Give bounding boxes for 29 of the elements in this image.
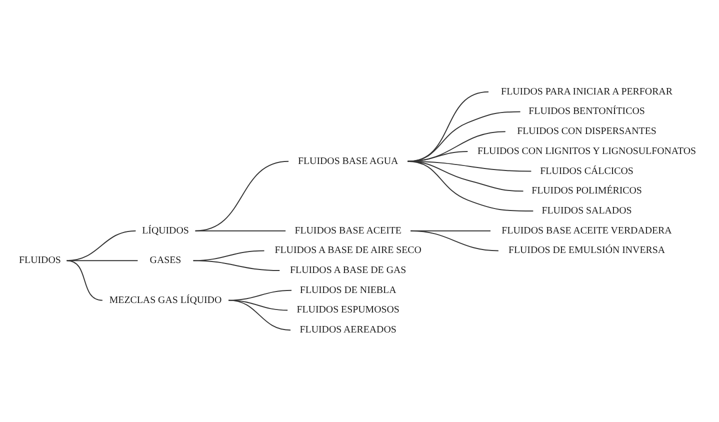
node-text: FLUIDOS xyxy=(19,255,61,266)
connector xyxy=(407,111,521,162)
node-text: FLUIDOS BENTONÍTICOS xyxy=(528,106,645,118)
connector xyxy=(410,230,499,252)
connector xyxy=(194,160,290,232)
node-text: FLUIDOS BASE AGUA xyxy=(298,156,398,167)
connector xyxy=(192,260,280,272)
node-text: FLUIDOS A BASE DE GAS xyxy=(290,265,406,276)
node-text: FLUIDOS ESPUMOSOS xyxy=(296,304,400,316)
node-text: FLUIDOS SALADOS xyxy=(542,205,632,216)
node-text: FLUIDOS CÁLCICOS xyxy=(540,166,634,177)
connector xyxy=(66,260,138,262)
node-text: MEZCLAS GAS LÍQUIDO xyxy=(109,294,222,306)
node-text: FLUIDOS DE NIEBLA xyxy=(300,284,396,296)
node-text: FLUIDOS AEREADOS xyxy=(300,324,396,336)
connector xyxy=(66,260,103,301)
connector xyxy=(194,230,286,232)
node-text: GASES xyxy=(150,255,182,266)
node-text: FLUIDOS DE EMULSIÓN INVERSA xyxy=(508,245,666,256)
node-text: FLUIDOS BASE ACEITE VERDADERA xyxy=(502,225,672,236)
node-text: FLUIDOS CON LIGNITOS Y LIGNOSULFONATOS xyxy=(478,146,696,157)
node-text: FLUIDOS BASE ACEITE xyxy=(294,225,402,236)
node-text: FLUIDOS A BASE DE AIRE SECO xyxy=(274,245,422,256)
connector xyxy=(407,160,534,212)
node-text: FLUIDOS PARA INICIAR A PERFORAR xyxy=(501,86,672,98)
node-text: FLUIDOS POLIMÉRICOS xyxy=(532,186,642,197)
node-text: LÍQUIDOS xyxy=(142,225,189,236)
connector xyxy=(228,300,292,331)
node-text: FLUIDOS CON DISPERSANTES xyxy=(517,126,656,138)
